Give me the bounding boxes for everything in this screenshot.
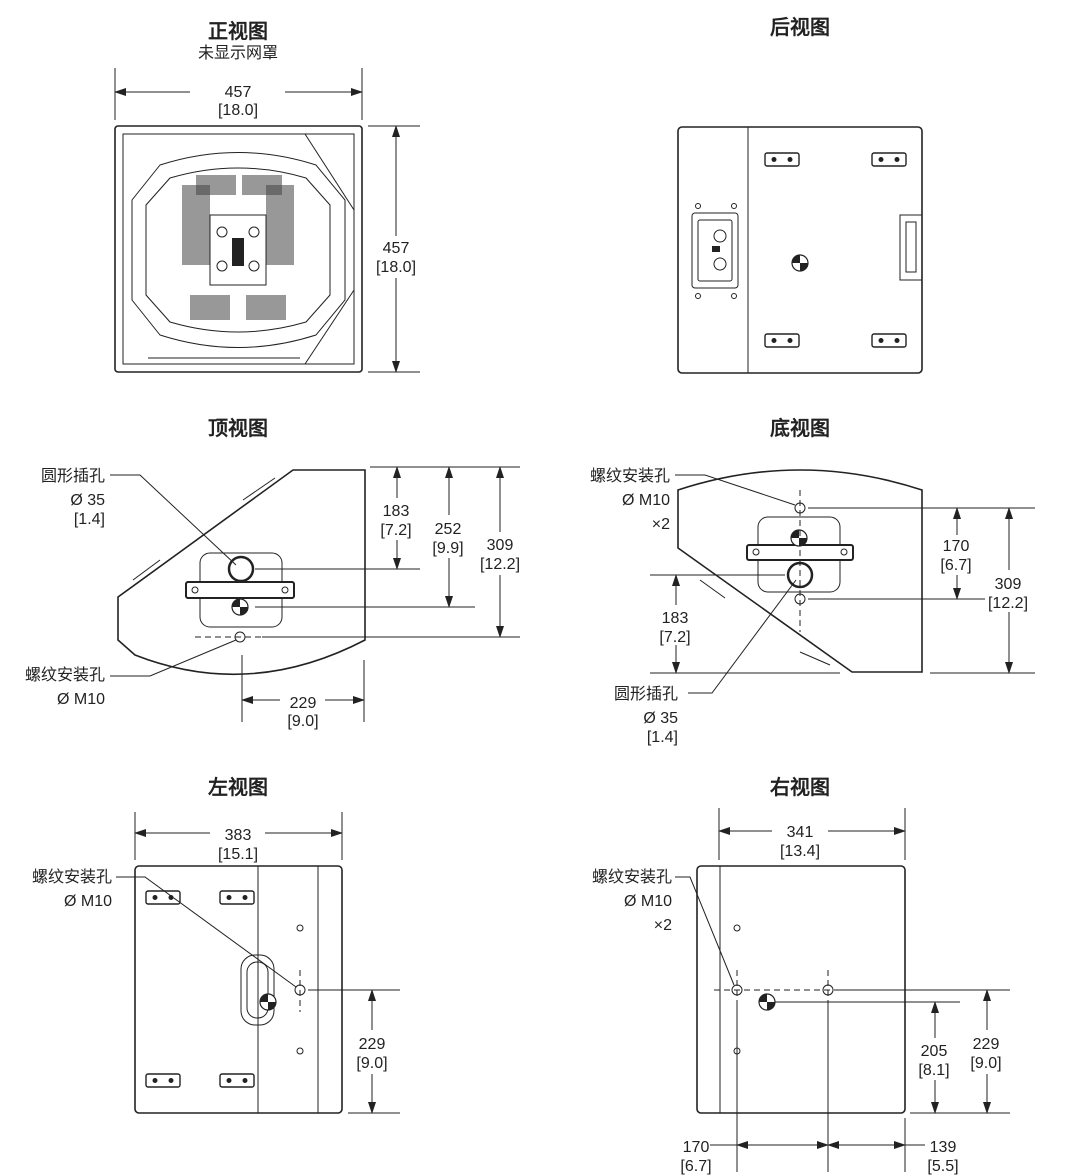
left-h-mm: 229 [359,1036,386,1053]
bottom-d2-mm: 309 [995,576,1022,593]
left-thread-size: Ø M10 [64,893,112,910]
front-height-in: [18.0] [376,259,416,276]
rear-view-title: 后视图 [770,16,830,39]
left-thread-label: 螺纹安装孔 [32,868,112,886]
front-width-mm: 457 [225,84,252,101]
top-d1-mm: 183 [383,503,410,520]
bottom-view: 底视图 170 [6.7] 309 [12.2] 183 [7.2] 螺纹安装孔… [590,416,1035,746]
right-view: 右视图 341 [13.4] 205 [8.1] 229 [9.0] 170 [… [592,775,1010,1175]
top-d3-mm: 309 [487,537,514,554]
right-h2-in: [9.0] [970,1055,1001,1072]
top-socket-dia: Ø 35 [70,492,105,509]
bottom-d3-in: [7.2] [659,629,690,646]
rear-view: 后视图 [677,16,923,374]
top-thread-label: 螺纹安装孔 [25,666,105,684]
bottom-thread-size: Ø M10 [622,492,670,509]
top-view-title: 顶视图 [208,417,268,440]
top-d2-in: [9.9] [432,540,463,557]
top-socket-label: 圆形插孔 [41,467,105,485]
left-width-mm: 383 [225,827,252,844]
front-view-subtitle: 未显示网罩 [198,44,278,62]
right-w2-in: [5.5] [927,1158,958,1175]
bottom-socket-dia: Ø 35 [643,710,678,727]
bottom-view-title: 底视图 [770,416,830,440]
top-socket-in: [1.4] [74,511,105,528]
left-width-in: [15.1] [218,846,258,863]
top-d3-in: [12.2] [480,556,520,573]
bottom-d3-mm: 183 [662,610,689,627]
front-height-mm: 457 [383,240,410,257]
top-d4-in: [9.0] [287,713,318,730]
right-width-in: [13.4] [780,843,820,860]
top-d2-mm: 252 [435,521,462,538]
left-view: 左视图 383 [15.1] 229 [9.0] 螺纹安装孔 Ø M10 [32,775,400,1114]
top-d1-in: [7.2] [380,522,411,539]
right-h2-mm: 229 [973,1036,1000,1053]
top-d4-mm: 229 [290,695,317,712]
right-view-title: 右视图 [770,775,830,799]
right-h1-mm: 205 [921,1043,948,1060]
top-view: 顶视图 183 [7.2] 252 [9.9] 309 [12.2] 229 [… [25,417,520,730]
bottom-thread-qty: ×2 [652,516,670,533]
right-thread-label: 螺纹安装孔 [592,868,672,886]
right-w2-mm: 139 [930,1139,957,1156]
right-thread-size: Ø M10 [624,893,672,910]
bottom-d1-in: [6.7] [940,557,971,574]
right-w1-mm: 170 [683,1139,710,1156]
front-view: 正视图 未显示网罩 457 [18.0] 457 [18.0] [114,20,420,373]
bottom-thread-label: 螺纹安装孔 [590,467,670,485]
bottom-socket-in: [1.4] [647,729,678,746]
bottom-d1-mm: 170 [943,538,970,555]
bottom-socket-label: 圆形插孔 [614,685,678,703]
front-width-in: [18.0] [218,102,258,119]
left-view-title: 左视图 [208,775,268,799]
left-h-in: [9.0] [356,1055,387,1072]
right-thread-qty: ×2 [654,917,672,934]
bottom-d2-in: [12.2] [988,595,1028,612]
right-w1-in: [6.7] [680,1158,711,1175]
top-thread-size: Ø M10 [57,691,105,708]
right-width-mm: 341 [787,824,814,841]
right-h1-in: [8.1] [918,1062,949,1079]
front-view-title: 正视图 [208,20,268,43]
